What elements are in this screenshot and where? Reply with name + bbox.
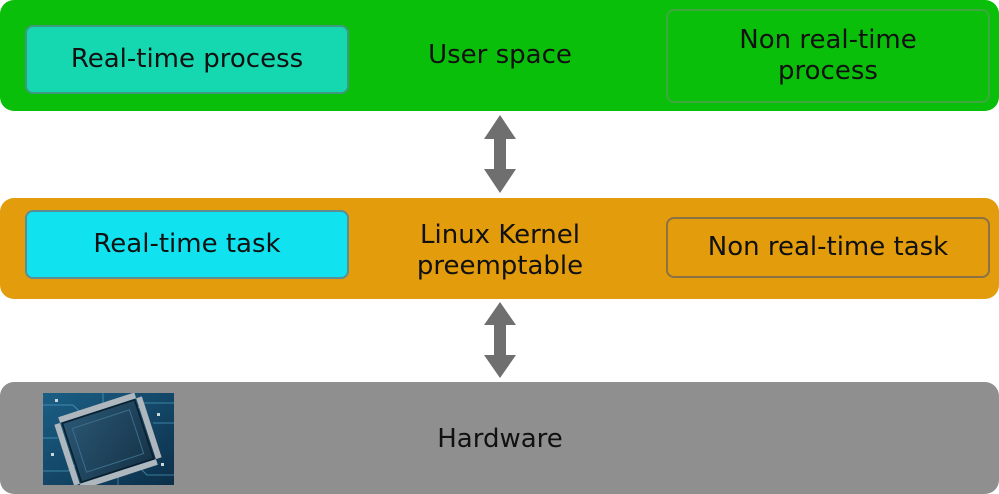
realtime-process-box: Real-time process: [25, 25, 349, 94]
double-arrow-vertical-icon: [484, 115, 516, 193]
non-realtime-task-box: Non real-time task: [666, 217, 990, 278]
double-arrow-vertical-icon: [484, 302, 516, 378]
user-space-label: User space: [428, 40, 572, 70]
realtime-task-label: Real-time task: [93, 228, 281, 259]
kernel-label: Linux Kernel preemptable: [360, 220, 640, 281]
hardware-label: Hardware: [437, 424, 563, 454]
non-realtime-task-label: Non real-time task: [707, 231, 949, 262]
realtime-task-box: Real-time task: [25, 210, 349, 279]
circuit-board-chip-icon: [43, 393, 174, 485]
kernel-label-text: Linux Kernel preemptable: [416, 220, 584, 281]
non-realtime-process-box: Non real-time process: [666, 9, 990, 103]
non-realtime-process-label: Non real-time process: [739, 24, 917, 86]
realtime-process-label: Real-time process: [70, 43, 304, 74]
